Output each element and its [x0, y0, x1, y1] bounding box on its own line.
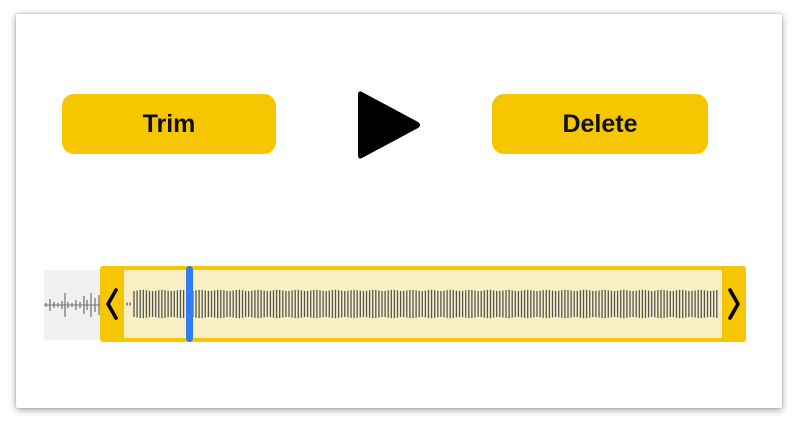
waveform	[126, 289, 718, 319]
trim-region	[124, 270, 722, 338]
trim-button[interactable]: Trim	[62, 94, 276, 154]
trim-handle-left[interactable]	[100, 266, 124, 342]
chevron-left-icon	[106, 288, 118, 320]
editor-panel: Trim Delete	[16, 14, 782, 408]
playhead[interactable]	[186, 266, 194, 342]
waveform-overview	[44, 270, 102, 340]
trim-selection[interactable]	[100, 266, 746, 342]
play-icon	[358, 91, 420, 159]
delete-button[interactable]: Delete	[492, 94, 708, 154]
play-button[interactable]	[356, 88, 422, 162]
chevron-right-icon	[728, 288, 740, 320]
trim-handle-right[interactable]	[722, 266, 746, 342]
